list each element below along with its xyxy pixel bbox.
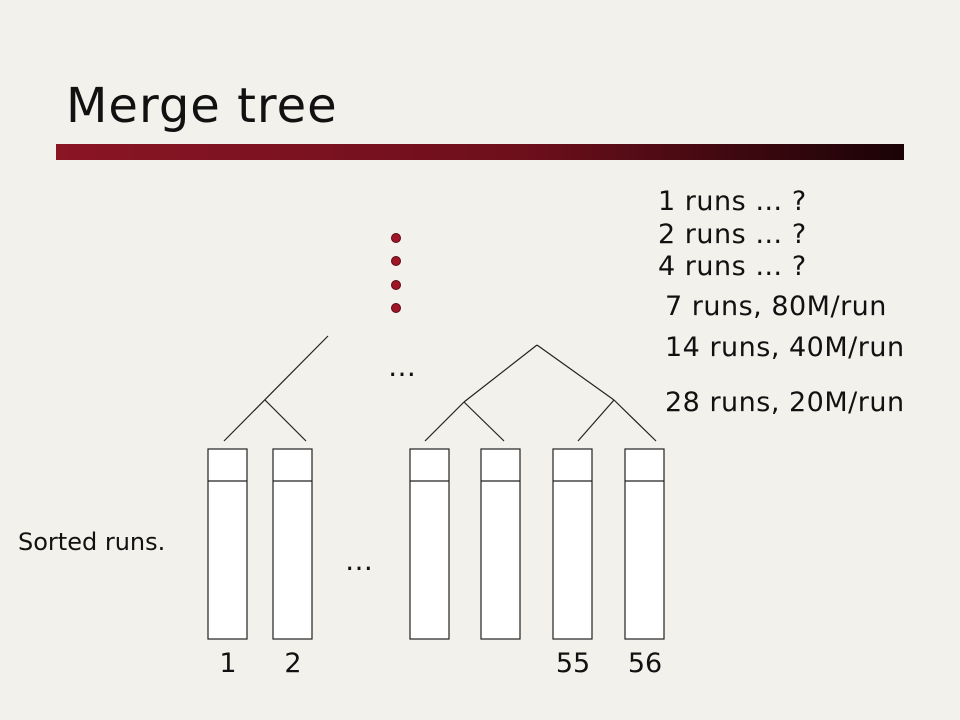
tree-edge bbox=[424, 401, 465, 442]
sorted-runs-label: Sorted runs. bbox=[18, 528, 166, 556]
tree-edge bbox=[264, 399, 307, 442]
run-number-55: 55 bbox=[555, 648, 591, 679]
level-label-4-runs: 4 runs … ? bbox=[658, 251, 807, 282]
ellipsis-bullet-2 bbox=[391, 256, 401, 266]
sorted-run-bar-3 bbox=[409, 448, 450, 640]
tree-ellipsis: … bbox=[388, 350, 418, 383]
level-label-1-run: 1 runs … ? bbox=[658, 186, 807, 217]
tree-edge bbox=[223, 335, 329, 442]
tree-edge bbox=[463, 401, 505, 442]
run-number-2: 2 bbox=[284, 648, 302, 679]
level-label-28-runs: 28 runs, 20M/run bbox=[665, 387, 905, 418]
page-title: Merge tree bbox=[66, 78, 338, 134]
runs-ellipsis: … bbox=[345, 544, 375, 577]
ellipsis-bullet-3 bbox=[391, 280, 401, 290]
ellipsis-bullet-4 bbox=[391, 303, 401, 313]
level-label-14-runs: 14 runs, 40M/run bbox=[665, 332, 905, 363]
tree-edge bbox=[463, 344, 538, 403]
sorted-run-bar-2 bbox=[272, 448, 313, 640]
run-number-56: 56 bbox=[627, 648, 663, 679]
level-label-2-runs: 2 runs … ? bbox=[658, 219, 807, 250]
run-number-1: 1 bbox=[219, 648, 237, 679]
sorted-run-bar-1 bbox=[207, 448, 248, 640]
tree-edge bbox=[536, 344, 615, 401]
title-underline-bar bbox=[56, 144, 904, 160]
sorted-run-bar-56 bbox=[624, 448, 665, 640]
sorted-run-bar-4 bbox=[480, 448, 521, 640]
ellipsis-bullet-1 bbox=[391, 233, 401, 243]
tree-edge bbox=[613, 399, 657, 442]
level-label-7-runs: 7 runs, 80M/run bbox=[665, 291, 887, 322]
tree-edge bbox=[577, 399, 615, 442]
sorted-run-bar-55 bbox=[552, 448, 593, 640]
